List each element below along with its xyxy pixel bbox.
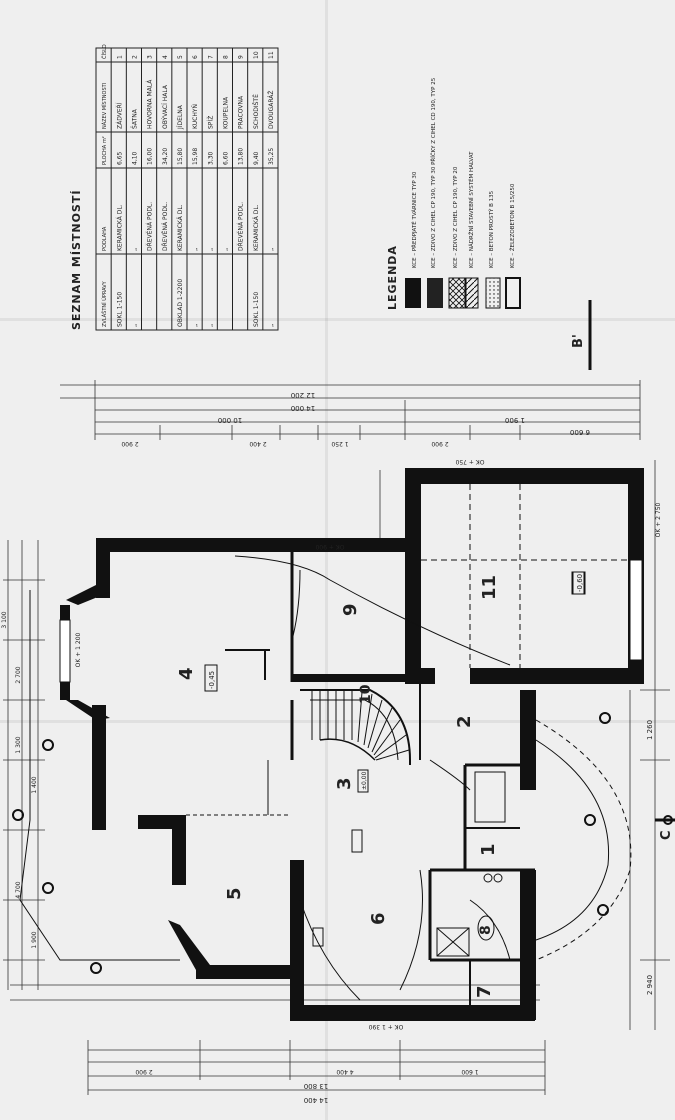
dimension-lines-top	[60, 380, 641, 540]
interior-partitions	[186, 552, 535, 1010]
door-swings	[234, 555, 511, 1001]
dimension-lines-right	[629, 460, 670, 1030]
legend-swatch-cross	[448, 277, 466, 309]
legend-swatches	[405, 277, 521, 309]
appliance	[351, 829, 363, 853]
legend-swatch-lines	[465, 277, 479, 309]
legend-swatch-solid	[405, 278, 421, 308]
garage-window	[629, 559, 643, 661]
paper-fold	[0, 720, 675, 723]
bath-unit	[474, 771, 506, 823]
paper-fold	[325, 0, 328, 1120]
room-schedule-table	[95, 47, 279, 331]
legend-swatch-dots	[485, 277, 501, 309]
bay-window	[59, 619, 71, 683]
dimension-lines-left	[3, 540, 45, 990]
left-exterior-outline	[12, 590, 180, 974]
dimension-lines-bottom	[10, 984, 546, 1095]
appliance	[312, 927, 324, 947]
entrance-bay	[535, 712, 673, 961]
paper-fold	[0, 318, 675, 321]
toilet	[477, 915, 495, 941]
level-tags	[204, 571, 586, 793]
legend-swatch-solid-dark	[427, 278, 443, 308]
staircase	[300, 689, 411, 765]
fixtures	[312, 771, 506, 957]
kitchen-sink	[436, 927, 470, 957]
legend-swatch-empty	[505, 277, 521, 309]
exterior-walls	[60, 468, 644, 1021]
